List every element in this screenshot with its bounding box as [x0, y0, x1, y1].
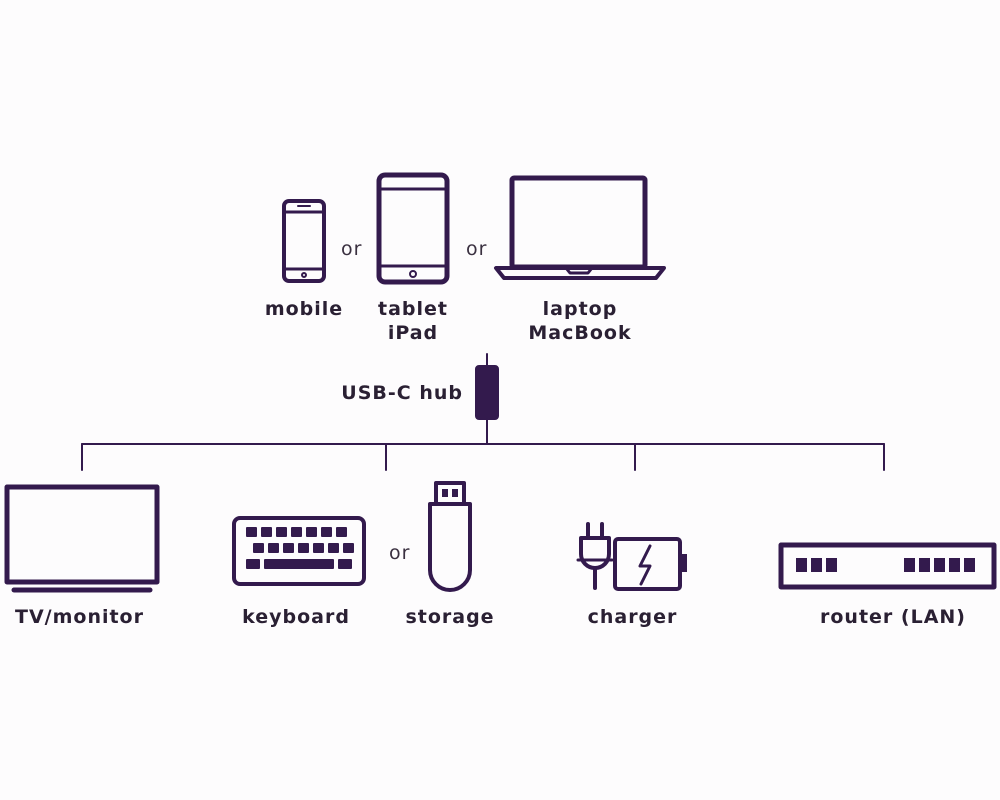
tv-monitor-icon	[4, 484, 160, 593]
laptop-icon	[494, 175, 666, 280]
tablet-label: tablet iPad	[363, 297, 463, 345]
hub-label: USB-C hub	[341, 382, 463, 404]
keyboard-label: keyboard	[242, 606, 350, 628]
charger-label: charger	[587, 606, 678, 628]
usb-storage-icon	[428, 481, 472, 592]
tablet-icon	[376, 172, 450, 285]
tablet-label-line2: iPad	[387, 322, 439, 344]
or-separator-1: or	[341, 238, 363, 260]
keyboard-icon	[232, 516, 366, 586]
charger-icon	[576, 522, 687, 591]
laptop-label-line2: MacBook	[528, 322, 632, 344]
laptop-label-line1: laptop	[542, 298, 618, 320]
usb-c-hub-icon	[475, 353, 499, 445]
tablet-label-line1: tablet	[378, 298, 448, 320]
router-icon	[778, 542, 997, 590]
storage-label: storage	[405, 606, 495, 628]
connection-lines	[81, 443, 885, 471]
or-separator-3: or	[389, 542, 411, 564]
laptop-label: laptop MacBook	[515, 297, 645, 345]
mobile-label: mobile	[264, 298, 344, 320]
tv-monitor-label: TV/monitor	[14, 606, 144, 628]
or-separator-2: or	[466, 238, 488, 260]
router-label: router (LAN)	[820, 606, 966, 628]
mobile-phone-icon	[282, 199, 326, 283]
